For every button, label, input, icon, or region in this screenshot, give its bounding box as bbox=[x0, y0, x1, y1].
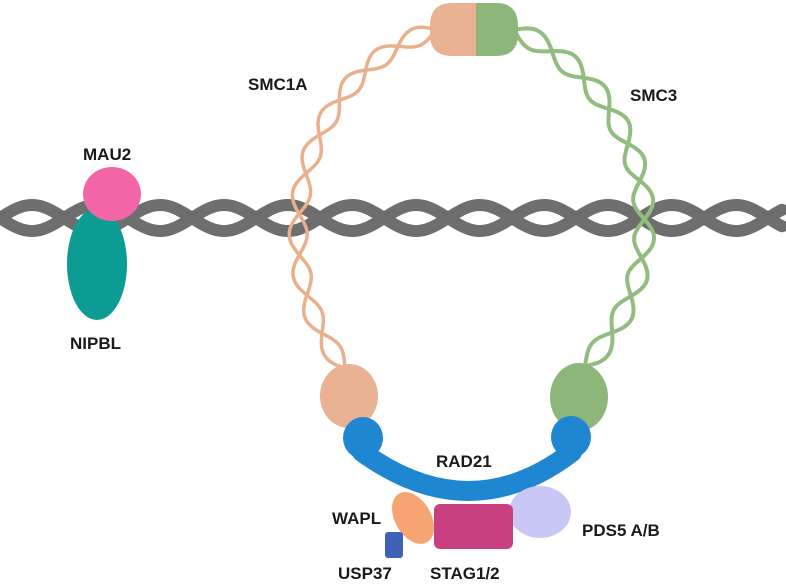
label-stag: STAG1/2 bbox=[430, 564, 500, 583]
nipbl-protein bbox=[67, 208, 127, 320]
label-mau2: MAU2 bbox=[83, 145, 131, 164]
label-usp37: USP37 bbox=[338, 564, 392, 583]
rad21-arc bbox=[352, 442, 582, 501]
label-rad21: RAD21 bbox=[436, 452, 492, 471]
mau2-protein bbox=[83, 167, 141, 221]
rad21-protein bbox=[343, 416, 591, 501]
label-wapl: WAPL bbox=[332, 509, 381, 528]
usp37-protein bbox=[385, 532, 403, 558]
label-smc3: SMC3 bbox=[630, 86, 677, 105]
smc1a-head-domain bbox=[320, 364, 378, 428]
rad21-n-terminus bbox=[343, 417, 383, 459]
wapl-protein bbox=[392, 492, 434, 544]
label-pds5: PDS5 A/B bbox=[582, 521, 660, 540]
smc3-hinge bbox=[476, 3, 518, 56]
rad21-c-terminus bbox=[551, 416, 591, 458]
smc3-strand-b bbox=[513, 26, 656, 367]
smc3-coiled-coil bbox=[512, 26, 656, 368]
stag-protein bbox=[434, 504, 513, 549]
smc1a-coiled-coil bbox=[287, 25, 438, 370]
label-smc1a: SMC1A bbox=[248, 75, 308, 94]
label-nipbl: NIPBL bbox=[70, 334, 121, 353]
smc3-head-domain bbox=[550, 363, 608, 431]
smc1a-hinge bbox=[430, 3, 476, 56]
pds5-protein bbox=[509, 486, 571, 538]
smc1a-strand-b bbox=[290, 28, 438, 370]
hinge-domain bbox=[430, 3, 518, 56]
